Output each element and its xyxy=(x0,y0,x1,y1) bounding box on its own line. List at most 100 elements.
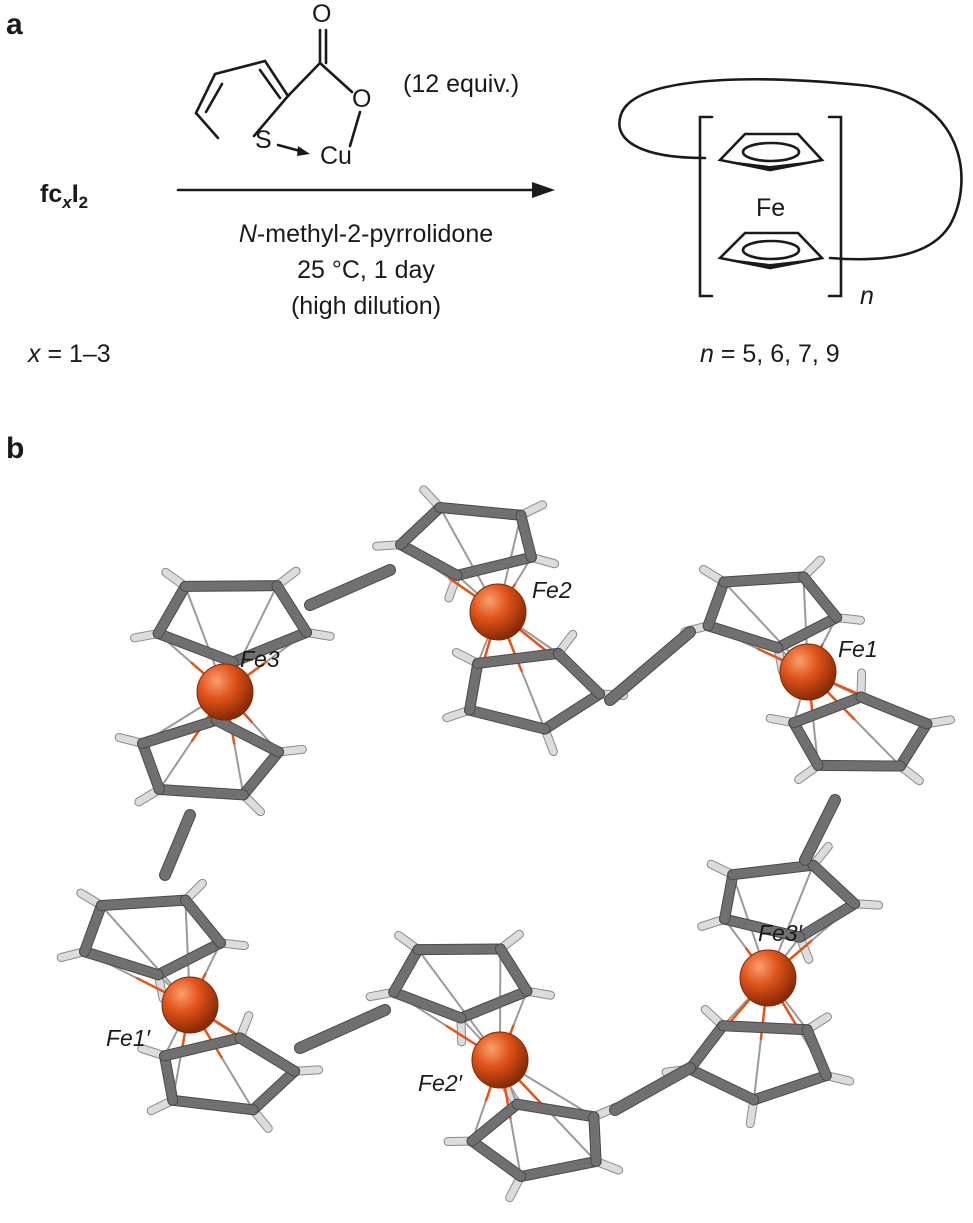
cp-ring-bond xyxy=(180,581,282,591)
inter-ring-bond xyxy=(800,795,840,865)
cp-ring-bond xyxy=(789,718,823,770)
label-fe3-prime: Fe3′ xyxy=(758,920,802,946)
label-fe2-prime: Fe2′ xyxy=(418,1070,462,1096)
cp-ring-bond xyxy=(789,692,866,728)
cp-ring-bond xyxy=(553,648,605,699)
bracket-left xyxy=(698,115,714,298)
cp-ring-bond xyxy=(728,860,818,880)
cp-ring-bond xyxy=(703,577,729,631)
cp-ring-bond xyxy=(516,1156,601,1181)
iron-atom xyxy=(196,663,254,721)
cp-ring-bond xyxy=(153,629,238,667)
cp-ring-bond xyxy=(749,1071,831,1105)
product-iron: Fe xyxy=(756,194,786,222)
macrocycle-loop xyxy=(618,78,963,261)
carboxyl-bond xyxy=(286,61,322,98)
label-fe3: Fe3 xyxy=(240,646,280,672)
cp-ring-bond xyxy=(180,895,226,948)
condition-dilution: (high dilution) xyxy=(290,292,442,320)
cp-ring-bond xyxy=(272,581,312,637)
iron-atom xyxy=(779,643,837,701)
inter-ring-bond xyxy=(605,627,695,705)
cp-ring-bond xyxy=(540,689,605,734)
cp-ring-bond xyxy=(856,692,932,729)
cp-ring-bond xyxy=(719,572,808,587)
cp-ring-bond xyxy=(138,715,221,748)
iron-atom xyxy=(161,976,219,1034)
cp-ring-bond xyxy=(235,1033,300,1076)
label-fe1: Fe1 xyxy=(838,636,878,662)
inter-ring-bond xyxy=(160,810,195,880)
cp-ring-bond xyxy=(512,1099,599,1122)
product-repeat-n: n xyxy=(860,282,874,310)
cp-ring-bond xyxy=(138,738,164,794)
cp-ring-bond xyxy=(160,1033,245,1061)
thiophene-ring xyxy=(194,59,290,140)
cp-ring-bond xyxy=(452,552,536,580)
cp-ring-bond xyxy=(685,1021,728,1074)
condition-temperature: 25 °C, 1 day xyxy=(297,256,435,284)
cp-ring-bond xyxy=(80,901,106,957)
cp-ring-bond xyxy=(96,895,190,911)
cp-ring-bond xyxy=(396,540,462,580)
cp-ring-bond xyxy=(589,1112,601,1166)
cp-ring-bond xyxy=(802,1025,831,1081)
cp-ring-bond xyxy=(720,914,805,942)
n-values: n = 5, 6, 7, 9 xyxy=(700,340,840,368)
label-fe2: Fe2 xyxy=(532,577,572,603)
cp-ring-bond xyxy=(895,719,932,771)
cp-ring-bond xyxy=(238,747,284,800)
atom-o-carbonyl: O xyxy=(312,0,332,28)
cp-ring-bond xyxy=(798,572,842,623)
panel-a-label: a xyxy=(6,8,23,41)
inter-ring-bond xyxy=(295,1005,390,1053)
cp-ring-bond xyxy=(153,581,190,639)
iron-atom xyxy=(739,949,797,1007)
condition-solvent: N-methyl-2-pyrrolidone xyxy=(238,220,494,248)
cp-ring-bond xyxy=(154,784,248,800)
iron-atom xyxy=(469,583,527,641)
cp-ring-bond xyxy=(160,1051,178,1105)
cp-ring-bond xyxy=(773,613,842,653)
reactant-formula: fcxI2 xyxy=(40,180,89,212)
cp-ring-bond xyxy=(516,510,536,562)
cp-ring-bond xyxy=(80,947,163,980)
cp-ring-bond xyxy=(248,1066,300,1115)
inter-ring-bond xyxy=(610,1063,695,1115)
cp-lower xyxy=(717,231,825,270)
cp-ring-bond xyxy=(456,986,532,1023)
cp-ring-bond xyxy=(211,715,284,757)
cp-ring-bond xyxy=(413,944,505,955)
bracket-right xyxy=(827,115,843,298)
iron-atom xyxy=(471,1031,529,1089)
cp-ring-bond xyxy=(685,1064,759,1105)
cp-ring-bond xyxy=(795,899,860,942)
cp-ring-bond xyxy=(813,760,905,771)
atom-s: S xyxy=(255,126,272,154)
cp-ring-bond xyxy=(473,648,563,668)
panel-b-label: b xyxy=(6,432,25,465)
cp-ring-bond xyxy=(389,945,423,997)
cp-ring-bond xyxy=(396,502,445,550)
cp-ring-bond xyxy=(465,658,483,715)
cp-ring-bond xyxy=(435,502,526,520)
cp-ring-bond xyxy=(168,1095,258,1115)
cp-ring-bond xyxy=(495,944,532,996)
reagent-equivalents: (12 equiv.) xyxy=(403,70,520,98)
atom-o-ester: O xyxy=(352,85,372,113)
cp-ring-bond xyxy=(228,627,312,667)
cp-ring-bond xyxy=(467,1099,522,1146)
cp-ring-bond xyxy=(720,870,738,924)
cp-ring-bond xyxy=(465,705,550,734)
x-range: x = 1–3 xyxy=(28,340,111,368)
label-fe1-prime: Fe1′ xyxy=(106,1025,150,1051)
atom-cu: Cu xyxy=(320,142,352,170)
inter-ring-bond xyxy=(305,565,395,610)
cp-ring-bond xyxy=(153,938,226,980)
cp-ring-bond xyxy=(718,1021,812,1035)
cp-ring-bond xyxy=(467,1136,526,1181)
cp-ring-bond xyxy=(389,987,466,1023)
cp-ring-bond xyxy=(808,860,860,909)
